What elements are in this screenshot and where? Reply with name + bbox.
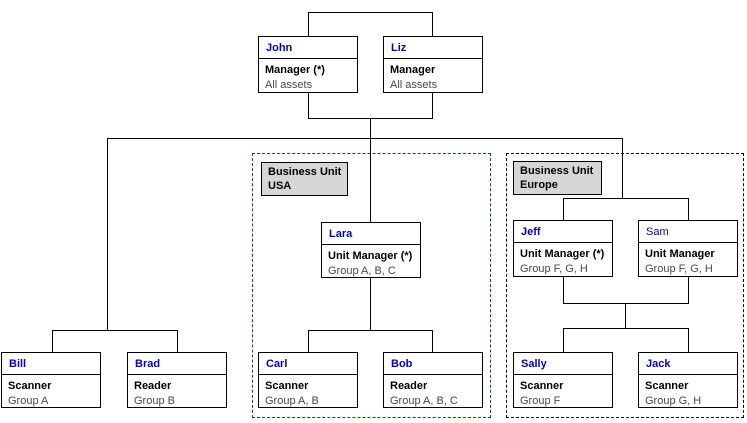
person-role: Reader <box>134 380 172 392</box>
person-role: Unit Manager <box>645 248 715 260</box>
person-role: Manager (*) <box>265 64 325 76</box>
unit-label-line1: Business Unit <box>520 165 594 177</box>
person-scope: Group F, G, H <box>645 263 713 275</box>
person-name: John <box>259 37 357 59</box>
person-box-lara: Lara Unit Manager (*) Group A, B, C <box>321 222 421 278</box>
connector-line <box>308 330 309 352</box>
person-name: Sally <box>514 353 612 375</box>
person-name: Sam <box>639 221 737 243</box>
person-role: Unit Manager (*) <box>328 250 413 262</box>
connector-line <box>308 330 433 331</box>
connector-line <box>688 198 689 220</box>
connector-line <box>370 118 371 222</box>
person-box-liz: Liz Manager All assets <box>383 36 483 93</box>
connector-line <box>688 277 689 303</box>
person-name: Carl <box>259 353 357 375</box>
unit-label-line2: USA <box>268 180 292 192</box>
person-scope: All assets <box>390 79 438 91</box>
person-name: Liz <box>384 37 482 59</box>
connector-line <box>563 303 689 304</box>
person-name: Bob <box>384 353 482 375</box>
person-box-jack: Jack Scanner Group G, H <box>638 352 738 408</box>
person-box-brad: Brad Reader Group B <box>127 352 227 408</box>
person-role: Scanner <box>265 380 309 392</box>
person-scope: Group G, H <box>645 395 702 407</box>
connector-line <box>563 198 688 199</box>
connector-line <box>308 12 433 13</box>
person-name: Lara <box>322 223 420 245</box>
person-role: Manager <box>390 64 436 76</box>
business-unit-europe-label: Business Unit Europe <box>513 161 602 195</box>
connector-line <box>177 330 178 352</box>
person-role: Scanner <box>645 380 689 392</box>
connector-line <box>563 328 689 329</box>
connector-line <box>432 93 433 118</box>
person-box-bill: Bill Scanner Group A <box>1 352 101 408</box>
person-scope: Group F <box>520 395 561 407</box>
person-scope: Group B <box>134 395 175 407</box>
connector-line <box>107 138 108 331</box>
connector-line <box>622 138 623 198</box>
person-scope: Group F, G, H <box>520 263 588 275</box>
person-box-jeff: Jeff Unit Manager (*) Group F, G, H <box>513 220 613 277</box>
unit-label-line2: Europe <box>520 179 558 191</box>
unit-label-line1: Business Unit <box>268 166 342 178</box>
person-box-john: John Manager (*) All assets <box>258 36 358 93</box>
person-name: Jeff <box>514 221 612 243</box>
connector-line <box>563 328 564 352</box>
connector-line <box>432 330 433 352</box>
person-role: Scanner <box>520 380 564 392</box>
connector-line <box>52 330 177 331</box>
business-unit-europe-region <box>506 153 744 418</box>
person-box-bob: Bob Reader Group A, B, C <box>383 352 483 408</box>
connector-line <box>432 12 433 36</box>
business-unit-usa-label: Business Unit USA <box>261 162 348 196</box>
person-box-carl: Carl Scanner Group A, B <box>258 352 358 408</box>
connector-line <box>308 12 309 36</box>
connector-line <box>688 328 689 352</box>
person-box-sally: Sally Scanner Group F <box>513 352 613 408</box>
connector-line <box>308 93 309 118</box>
person-role: Scanner <box>8 380 52 392</box>
person-scope: Group A <box>8 395 49 407</box>
person-role: Reader <box>390 380 428 392</box>
person-scope: Group A, B <box>265 395 319 407</box>
connector-line <box>563 277 564 303</box>
person-name: Brad <box>128 353 226 375</box>
connector-line <box>563 198 564 220</box>
connector-line <box>370 278 371 331</box>
connector-line <box>107 138 623 139</box>
person-name: Bill <box>2 353 100 375</box>
connector-line <box>625 303 626 328</box>
business-unit-usa-region <box>252 153 491 418</box>
connector-line <box>52 330 53 352</box>
person-scope: Group A, B, C <box>328 265 396 277</box>
person-name: Jack <box>639 353 737 375</box>
person-box-sam: Sam Unit Manager Group F, G, H <box>638 220 738 277</box>
person-scope: All assets <box>265 79 313 91</box>
person-scope: Group A, B, C <box>390 395 458 407</box>
person-role: Unit Manager (*) <box>520 248 605 260</box>
